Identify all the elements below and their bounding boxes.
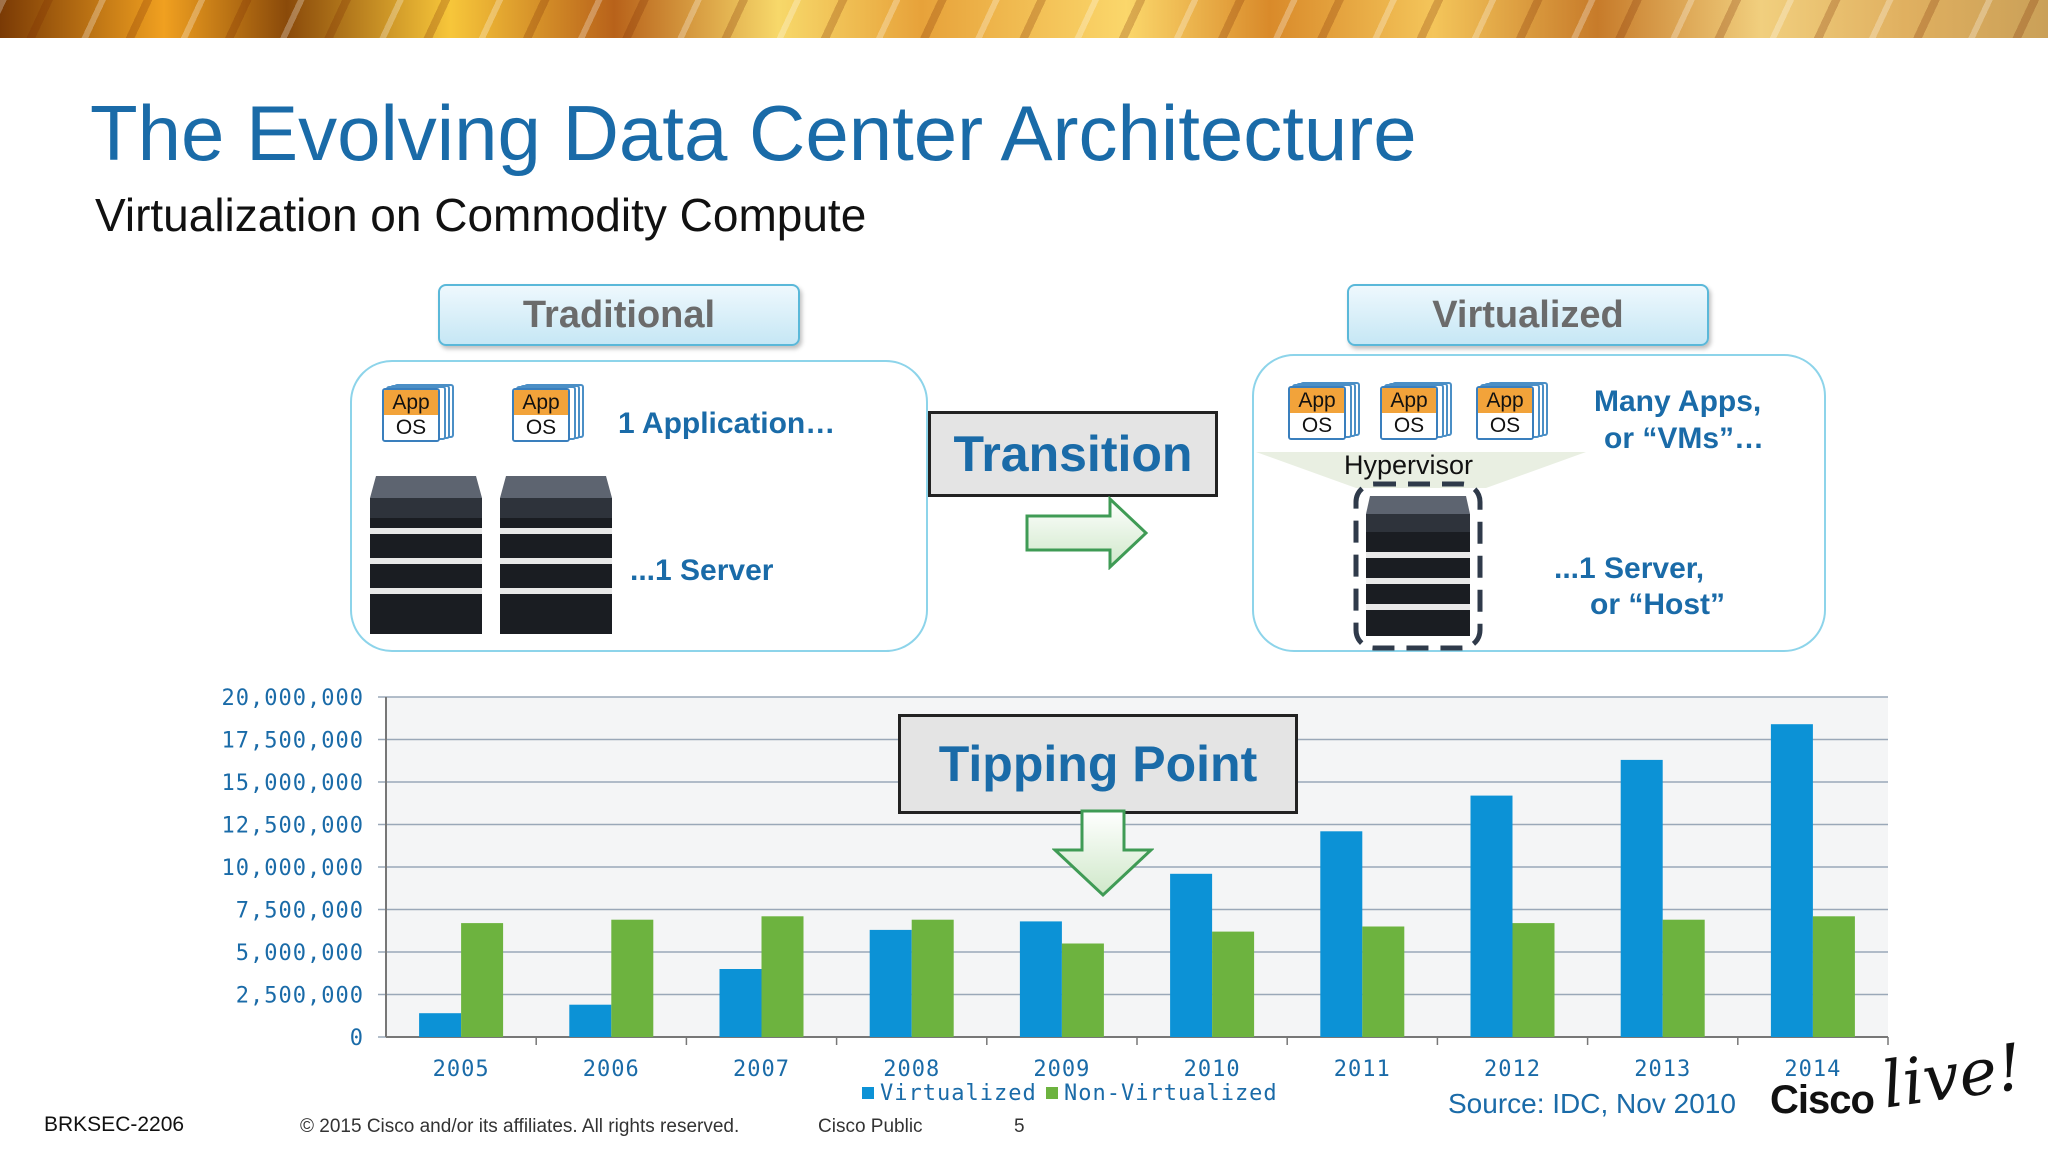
one-server-text: ...1 Server, <box>1554 552 1705 585</box>
vms-text: or “VMs”… <box>1604 422 1765 455</box>
traditional-server-text: ...1 Server <box>630 554 774 587</box>
virtualized-server-icon <box>1353 481 1483 651</box>
virtualized-label: Virtualized <box>1432 293 1624 336</box>
classification-text: Cisco Public <box>818 1116 923 1137</box>
transition-box: Transition <box>928 411 1218 497</box>
bar-non-virtualized <box>1212 931 1255 1037</box>
virtualized-header: Virtualized <box>1347 284 1709 346</box>
bar-virtualized <box>1019 921 1062 1037</box>
tipping-point-box: Tipping Point <box>898 714 1298 814</box>
os-label: OS <box>1382 413 1436 438</box>
vm-app-os-stack-1: App OS <box>1288 382 1360 440</box>
x-tick-label: 2007 <box>733 1057 790 1082</box>
legend-label: Virtualized <box>880 1081 1037 1106</box>
bar-non-virtualized <box>1362 926 1405 1037</box>
bar-virtualized <box>1470 795 1513 1037</box>
traditional-label: Traditional <box>522 293 716 336</box>
y-tick-label: 17,500,000 <box>222 729 364 754</box>
y-tick-label: 2,500,000 <box>236 984 364 1009</box>
transition-label: Transition <box>953 426 1193 482</box>
app-label: App <box>514 390 568 415</box>
os-label: OS <box>384 415 438 440</box>
bar-non-virtualized <box>611 919 654 1037</box>
bar-virtualized <box>1320 831 1363 1037</box>
bar-virtualized <box>1620 759 1663 1037</box>
logo-word-cisco: Cisco <box>1770 1078 1875 1122</box>
page-number: 5 <box>1014 1116 1025 1137</box>
x-tick-label: 2006 <box>583 1057 640 1082</box>
bar-non-virtualized <box>911 919 954 1037</box>
app-label: App <box>1290 388 1344 413</box>
hypervisor-label: Hypervisor <box>1344 450 1474 480</box>
cisco-live-logo: Cisco live! <box>1770 1031 2027 1124</box>
tipping-point-label: Tipping Point <box>938 736 1258 792</box>
x-tick-label: 2005 <box>433 1057 490 1082</box>
vm-app-os-stack-2: App OS <box>1380 382 1452 440</box>
x-tick-label: 2010 <box>1184 1057 1241 1082</box>
bar-non-virtualized <box>1812 916 1855 1037</box>
os-label: OS <box>1290 413 1344 438</box>
app-label: App <box>1478 388 1532 413</box>
traditional-app-os-stack-1: App OS <box>382 384 454 442</box>
y-tick-label: 12,500,000 <box>222 814 364 839</box>
source-text: Source: IDC, Nov 2010 <box>1448 1088 1736 1119</box>
y-tick-label: 20,000,000 <box>222 686 364 711</box>
bar-non-virtualized <box>1662 919 1705 1037</box>
logo-word-live: live! <box>1877 1030 2028 1124</box>
legend-swatch <box>1046 1087 1058 1099</box>
legend-label: Non-Virtualized <box>1064 1081 1278 1106</box>
header-banner <box>0 0 2048 38</box>
app-label: App <box>384 390 438 415</box>
hypervisor-layer <box>1256 452 1586 488</box>
bar-virtualized <box>869 929 912 1037</box>
bar-non-virtualized <box>1061 943 1104 1037</box>
traditional-app-os-stack-2: App OS <box>512 384 584 442</box>
y-tick-label: 10,000,000 <box>222 856 364 881</box>
server-icon <box>500 476 612 634</box>
bar-non-virtualized <box>761 916 804 1037</box>
bar-virtualized <box>569 1004 612 1037</box>
bar-virtualized <box>719 969 762 1037</box>
copyright-text: © 2015 Cisco and/or its affiliates. All … <box>300 1116 740 1137</box>
down-arrow-icon <box>1052 809 1154 898</box>
legend-swatch <box>862 1087 874 1099</box>
traditional-header: Traditional <box>438 284 800 346</box>
y-tick-label: 7,500,000 <box>236 899 364 924</box>
x-tick-label: 2013 <box>1634 1057 1691 1082</box>
bar-non-virtualized <box>461 923 504 1037</box>
server-icon <box>370 476 482 634</box>
bar-non-virtualized <box>1512 923 1555 1037</box>
traditional-application-text: 1 Application… <box>618 407 836 440</box>
vm-app-os-stack-3: App OS <box>1476 382 1548 440</box>
y-tick-label: 5,000,000 <box>236 941 364 966</box>
many-apps-text: Many Apps, <box>1594 385 1762 418</box>
right-arrow-icon <box>1025 496 1149 570</box>
app-label: App <box>1382 388 1436 413</box>
x-tick-label: 2008 <box>883 1057 940 1082</box>
x-tick-label: 2009 <box>1033 1057 1090 1082</box>
x-tick-label: 2011 <box>1334 1057 1391 1082</box>
bar-virtualized <box>419 1013 462 1037</box>
bar-virtualized <box>1770 724 1813 1037</box>
x-tick-label: 2014 <box>1784 1057 1841 1082</box>
x-tick-label: 2012 <box>1484 1057 1541 1082</box>
os-label: OS <box>1478 413 1532 438</box>
session-code: BRKSEC-2206 <box>44 1113 185 1136</box>
page-title: The Evolving Data Center Architecture <box>90 89 1417 177</box>
y-tick-label: 15,000,000 <box>222 771 364 796</box>
bar-virtualized <box>1170 873 1213 1037</box>
y-tick-label: 0 <box>350 1026 364 1051</box>
page-subtitle: Virtualization on Commodity Compute <box>95 189 867 241</box>
os-label: OS <box>514 415 568 440</box>
host-text: or “Host” <box>1590 588 1725 621</box>
